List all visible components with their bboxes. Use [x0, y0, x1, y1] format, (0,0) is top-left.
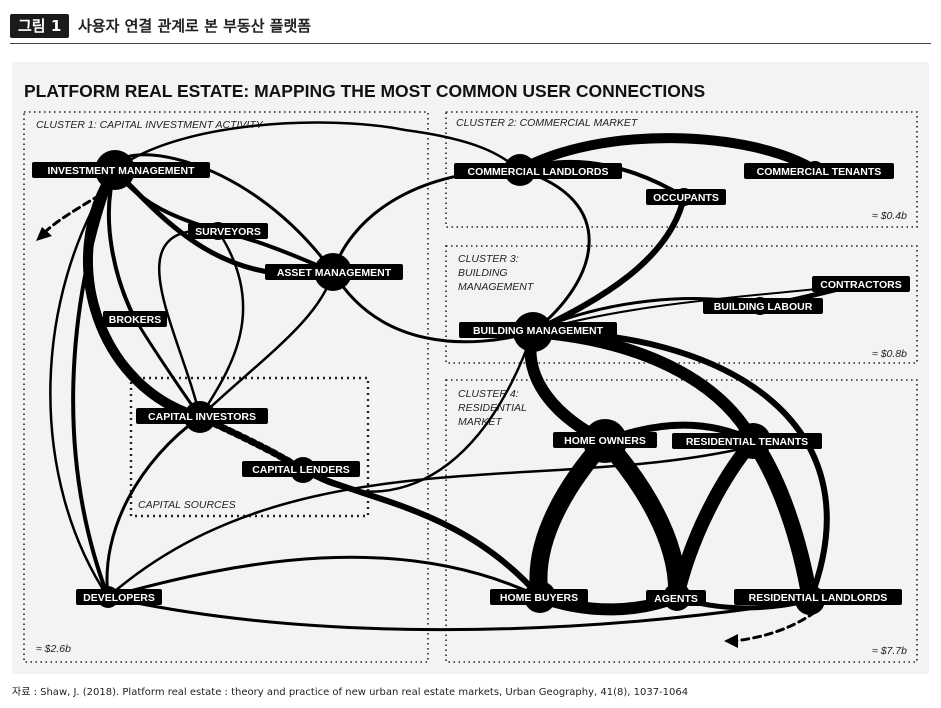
edge-cml-ct: [515, 133, 820, 175]
node-label: BUILDING MANAGEMENT: [473, 325, 604, 337]
node-investment-management: INVESTMENT MANAGEMENT: [32, 162, 210, 178]
edge-dv-rt: [106, 439, 775, 599]
node-label: SURVEYORS: [195, 226, 261, 238]
edge-im-dv-outer: [49, 168, 117, 599]
cluster-2-box: [445, 111, 918, 228]
node-label: RESIDENTIAL LANDLORDS: [749, 592, 888, 604]
edge-im-outflow: [42, 193, 102, 235]
edge-dv-hb: [106, 555, 542, 599]
node-contractors: CONTRACTORS: [812, 276, 910, 292]
cluster-2-value: ≈ $0.4b: [872, 210, 907, 222]
node-label: COMMERCIAL TENANTS: [757, 166, 882, 178]
node-label: RESIDENTIAL TENANTS: [686, 436, 808, 448]
node-label: ASSET MANAGEMENT: [277, 267, 392, 279]
cluster-3-label-line2: BUILDING: [458, 267, 508, 279]
node-commercial-tenants: COMMERCIAL TENANTS: [744, 163, 894, 179]
edge-occ-bm: [530, 194, 687, 335]
figure-caption: 사용자 연결 관계로 본 부동산 플랫폼: [78, 17, 312, 35]
node-label: CAPITAL LENDERS: [252, 464, 350, 476]
header-divider: [10, 43, 931, 44]
edge-im-ci: [82, 165, 205, 422]
node-labels: INVESTMENT MANAGEMENT SURVEYORS ASSET MA…: [32, 162, 910, 606]
cluster-boxes: [23, 111, 918, 663]
node-label: AGENTS: [654, 593, 698, 605]
cluster-3-label-line1: CLUSTER 3:: [458, 253, 519, 265]
node-home-buyers: HOME BUYERS: [490, 589, 588, 605]
edge-cl-hb: [300, 467, 543, 600]
cluster-1-label: CLUSTER 1: CAPITAL INVESTMENT ACTIVITY: [36, 119, 264, 131]
figure-number-tag: 그림 1: [10, 14, 70, 38]
cluster-3-box: [445, 245, 918, 364]
capital-sources-label: CAPITAL SOURCES: [138, 499, 236, 511]
edge-im-dv: [71, 168, 117, 599]
edge-bm-rt: [527, 326, 759, 447]
edge-ho-hb: [529, 432, 614, 606]
node-label: COMMERCIAL LANDLORDS: [468, 166, 609, 178]
node-occupants: OCCUPANTS: [646, 189, 726, 205]
node-label: OCCUPANTS: [653, 192, 719, 204]
cluster-3-value: ≈ $0.8b: [872, 348, 907, 360]
node-building-management: BUILDING MANAGEMENT: [459, 322, 617, 338]
node-residential-tenants: RESIDENTIAL TENANTS: [672, 433, 822, 449]
node-label: BROKERS: [109, 314, 162, 326]
edge-im-br: [106, 168, 137, 321]
edge-ci-dv: [105, 415, 202, 599]
edge-rt-ag: [670, 434, 760, 604]
node-label: HOME OWNERS: [564, 435, 646, 447]
node-label: DEVELOPERS: [83, 592, 155, 604]
figure-header: 그림 1 사용자 연결 관계로 본 부동산 플랫폼: [10, 12, 931, 40]
node-home-owners: HOME OWNERS: [553, 432, 657, 448]
arrowhead-left-top: [36, 227, 52, 241]
node-building-labour: BUILDING LABOUR: [703, 298, 823, 314]
edge-ci-am: [198, 270, 335, 419]
connections: [42, 121, 863, 643]
cluster-2-label: CLUSTER 2: COMMERCIAL MARKET: [456, 117, 639, 129]
cluster-4-label-line3: MARKET: [458, 416, 503, 428]
cluster-4-value: ≈ $7.7b: [872, 645, 907, 657]
node-label: HOME BUYERS: [500, 592, 578, 604]
edge-im-cml: [113, 121, 522, 172]
arrowhead-left-bottom: [724, 634, 738, 648]
node-label: BUILDING LABOUR: [714, 301, 813, 313]
source-citation: 자료 : Shaw, J. (2018). Platform real esta…: [12, 687, 689, 698]
cluster-4-label-line2: RESIDENTIAL: [458, 402, 527, 414]
cluster-1-value: ≈ $2.6b: [36, 643, 71, 655]
node-surveyors: SURVEYORS: [188, 223, 268, 239]
edge-rt-rl: [745, 433, 818, 608]
edge-ci-sv: [198, 229, 245, 419]
node-label: INVESTMENT MANAGEMENT: [48, 165, 196, 177]
edge-rl-outflow: [732, 610, 817, 643]
node-label: CAPITAL INVESTORS: [148, 411, 256, 423]
node-agents: AGENTS: [646, 590, 706, 606]
edge-dv-rl: [106, 595, 812, 632]
node-commercial-landlords: COMMERCIAL LANDLORDS: [454, 163, 622, 179]
edge-cml-bm: [518, 168, 591, 334]
node-capital-lenders: CAPITAL LENDERS: [242, 461, 360, 477]
cluster-1-box: [23, 111, 429, 663]
node-label: CONTRACTORS: [820, 279, 901, 291]
cluster-3-label-line3: MANAGEMENT: [458, 281, 535, 293]
cluster-4-label-line1: CLUSTER 4:: [458, 388, 519, 400]
node-developers: DEVELOPERS: [76, 589, 162, 605]
node-capital-investors: CAPITAL INVESTORS: [136, 408, 268, 424]
diagram-title: PLATFORM REAL ESTATE: MAPPING THE MOST C…: [24, 81, 705, 101]
node-asset-management: ASSET MANAGEMENT: [265, 264, 403, 280]
cluster-4-box: [445, 379, 918, 663]
node-residential-landlords: RESIDENTIAL LANDLORDS: [734, 589, 902, 605]
edge-ci-sv-loop: [157, 228, 220, 419]
node-brokers: BROKERS: [103, 311, 167, 327]
